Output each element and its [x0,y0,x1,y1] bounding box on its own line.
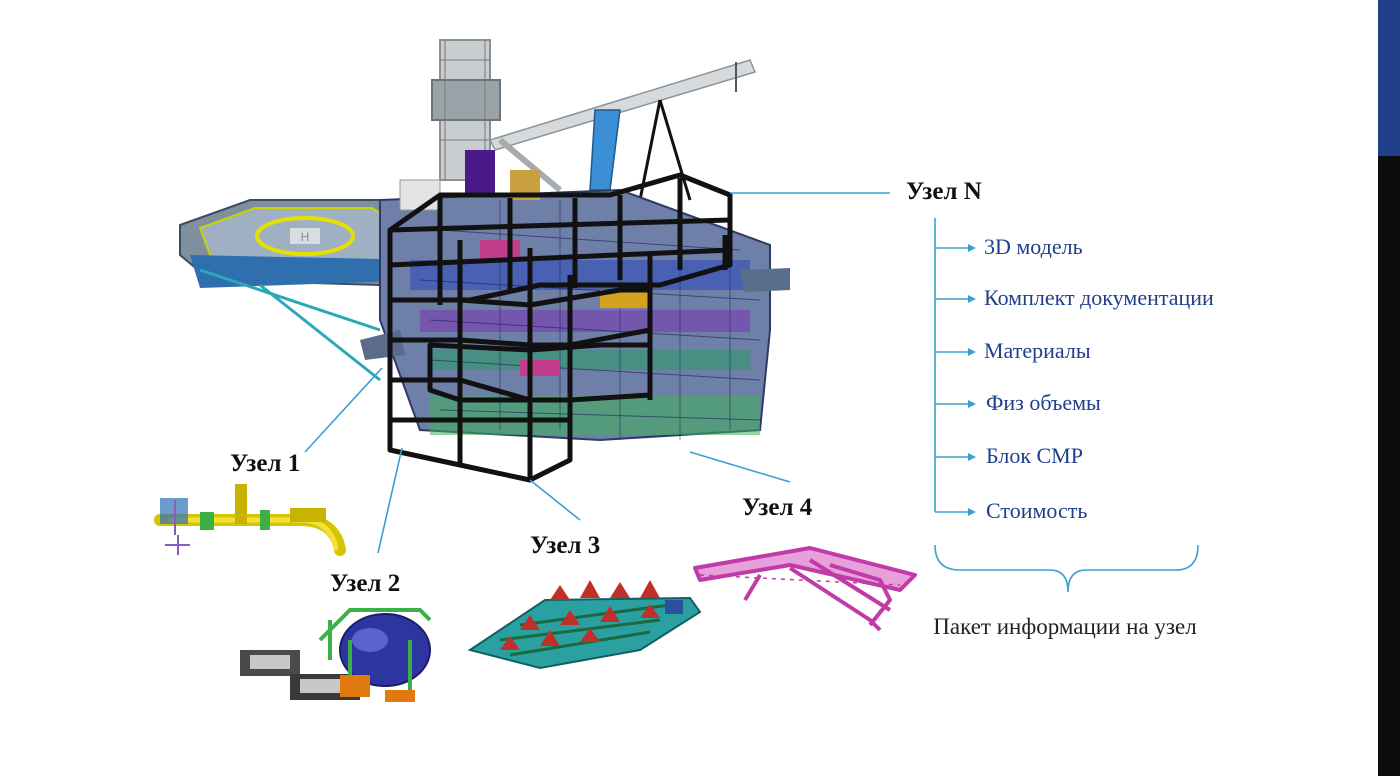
info-item-phys-volumes: Физ объемы [986,390,1101,415]
connector-node-2 [377,447,403,554]
node-3-frame-icon [467,580,702,670]
arrow-right-icon [968,295,976,303]
info-tree-arrowheads [968,244,976,516]
connector-node-3 [529,479,581,521]
info-tree [934,218,968,513]
arrow-right-icon [968,508,976,516]
connector-node-4 [689,451,791,483]
node-3-label: Узел 3 [530,532,601,559]
node-1-label: Узел 1 [230,450,301,477]
crane-boom [488,59,757,201]
node-2-skid-icon [240,608,432,702]
info-item-smr-block: Блок СМР [986,443,1083,468]
node-n-label: Узел N [906,178,982,205]
connectors [304,192,890,554]
arrow-right-icon [968,348,976,356]
platform-model-icon: H [179,39,790,483]
info-item-cost: Стоимость [986,498,1088,523]
connector-node-1 [304,367,383,453]
info-package-caption: Пакет информации на узел [933,614,1197,639]
node-grid [387,172,733,483]
crane-tower [431,39,501,205]
node-4-cable-tray-icon [693,546,917,632]
node-4-label: Узел 4 [742,494,813,521]
arrow-right-icon [968,244,976,252]
info-item-materials: Материалы [984,338,1091,363]
slide-side-bar-accent [1378,0,1400,156]
svg-text:H: H [301,230,310,244]
info-package-brace [934,544,1199,593]
arrow-right-icon [968,400,976,408]
node-1-pipe-icon [154,484,346,556]
info-item-3d-model: 3D модель [984,234,1083,259]
slide-side-bar [1378,0,1400,776]
node-2-label: Узел 2 [330,570,401,597]
arrow-right-icon [968,453,976,461]
info-item-documentation: Комплект документации [984,285,1214,310]
